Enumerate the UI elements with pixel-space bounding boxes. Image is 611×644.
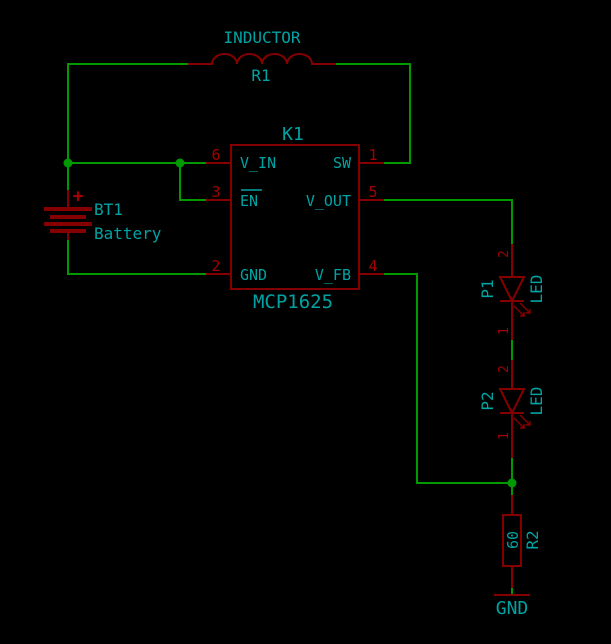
led-emission-arrows [513, 414, 531, 429]
junction-dot [63, 158, 73, 168]
inductor-r1: INDUCTOR R1 [188, 28, 336, 85]
resistor-body [502, 514, 522, 567]
ground-label: GND [496, 598, 529, 619]
resistor-value: 60 [504, 531, 522, 549]
pin-number: 1 [368, 146, 377, 164]
ic-body [230, 144, 360, 290]
wires [67, 63, 513, 595]
wire-inductor-left [67, 63, 188, 163]
ic-ref: K1 [282, 124, 304, 145]
junction-dot [507, 478, 517, 488]
pin-name: SW [333, 154, 352, 172]
wire-inductor-right [336, 63, 411, 164]
pin-name: V_FB [315, 266, 351, 284]
led-p2: 2 1 P2 LED [478, 360, 546, 458]
battery-plate [44, 207, 92, 211]
led-ref: P1 [478, 279, 497, 298]
battery-bt1: + BT1 Battery [44, 186, 162, 243]
led-triangle [498, 388, 526, 416]
resistor-ref: R2 [523, 530, 542, 549]
led-p1: 2 1 P1 LED [478, 244, 546, 340]
pin-number: 5 [368, 183, 377, 201]
pin-name: GND [240, 266, 267, 284]
led-pin-number: 1 [497, 327, 512, 335]
led-pin-number: 2 [497, 250, 512, 258]
inductor-coil [188, 53, 336, 65]
led-triangle [498, 276, 526, 304]
pin-name: V_IN [240, 154, 276, 172]
battery-plus: + [73, 186, 84, 207]
pin-number: 2 [211, 257, 220, 275]
battery-plate [44, 222, 92, 226]
battery-plate [50, 229, 86, 233]
pin-name: EN [240, 192, 258, 210]
battery-plate [50, 215, 86, 219]
ic-mcp1625: K1 MCP1625 6 3 2 1 5 4 V_IN EN GND SW V_… [206, 124, 384, 313]
wire-gnd [67, 240, 206, 275]
wire-en [179, 163, 206, 201]
ic-value: MCP1625 [253, 291, 333, 313]
ground-symbol: GND [494, 594, 530, 619]
led-pin-number: 1 [497, 432, 512, 440]
led-pin-number: 2 [497, 365, 512, 373]
led-emission-arrows [513, 302, 531, 317]
battery-ref: BT1 [94, 200, 123, 219]
inductor-ref: R1 [251, 66, 270, 85]
battery-value: Battery [94, 224, 162, 243]
pin-number: 3 [211, 183, 220, 201]
resistor-r2: 60 R2 [502, 495, 542, 588]
inductor-name: INDUCTOR [223, 28, 300, 47]
wire-fb [384, 273, 512, 484]
wire-vout [384, 199, 513, 244]
junction-dot [175, 158, 185, 168]
led-value: LED [527, 275, 546, 304]
pin-number: 4 [368, 257, 377, 275]
pin-name: V_OUT [306, 192, 351, 210]
led-ref: P2 [478, 391, 497, 410]
pin-number: 6 [211, 146, 220, 164]
led-value: LED [527, 387, 546, 416]
